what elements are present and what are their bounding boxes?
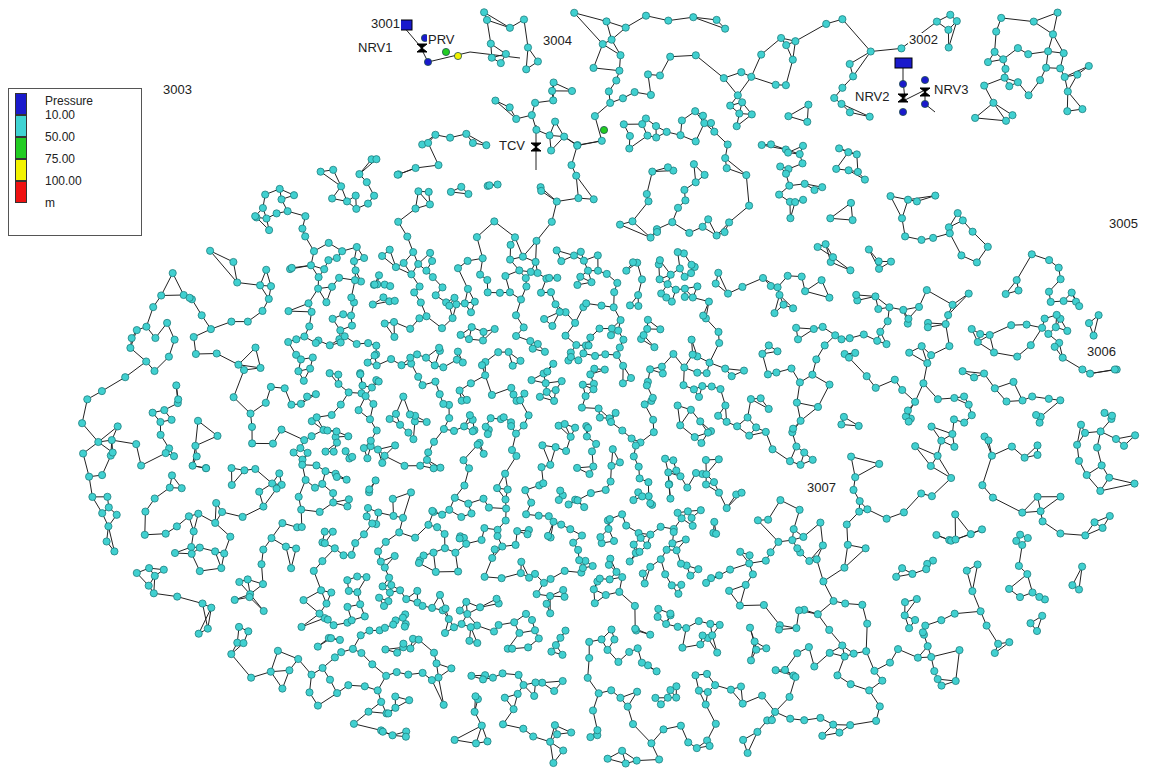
pipe (908, 196, 935, 200)
pipe (931, 650, 959, 657)
pipe (956, 650, 960, 681)
pipe (439, 678, 444, 705)
pipe (948, 294, 969, 316)
pipe (972, 565, 977, 592)
pipe (1017, 254, 1032, 280)
pipe (620, 225, 651, 238)
pipe (210, 251, 237, 283)
pipe (844, 548, 865, 567)
pipe (199, 608, 212, 634)
pipe (927, 290, 953, 305)
pipe (982, 456, 992, 486)
pipe (696, 55, 724, 78)
pipe (855, 464, 879, 477)
pipe (234, 370, 244, 397)
pipe (993, 498, 1022, 513)
pipe (432, 680, 444, 705)
pipe (102, 377, 125, 391)
pipe (866, 624, 867, 652)
pipe (851, 457, 879, 464)
pipe (956, 529, 983, 539)
pipe (1100, 484, 1134, 491)
pipe (141, 453, 166, 465)
pipe-lines (82, 12, 1135, 763)
pipe (354, 724, 381, 731)
pipe (746, 175, 749, 206)
pipe (231, 654, 251, 678)
